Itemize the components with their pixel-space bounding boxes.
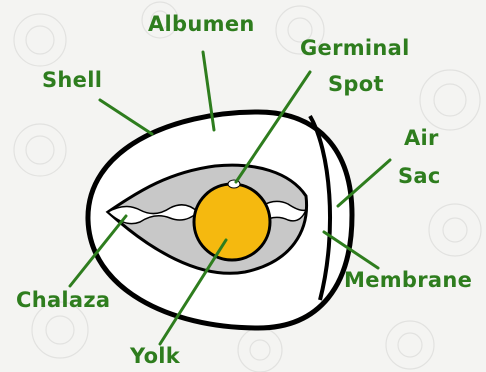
label-germinal-line1: Germinal: [300, 38, 410, 59]
label-albumen: Albumen: [148, 14, 255, 35]
yolk: [194, 184, 270, 260]
label-shell: Shell: [42, 70, 102, 91]
label-yolk: Yolk: [130, 346, 180, 367]
label-germinal-line2: Spot: [328, 74, 384, 95]
label-chalaza: Chalaza: [16, 290, 110, 311]
label-air-line2: Sac: [398, 166, 441, 187]
label-air-line1: Air: [404, 128, 439, 149]
label-membrane: Membrane: [344, 270, 472, 291]
leader-shell: [100, 100, 152, 134]
